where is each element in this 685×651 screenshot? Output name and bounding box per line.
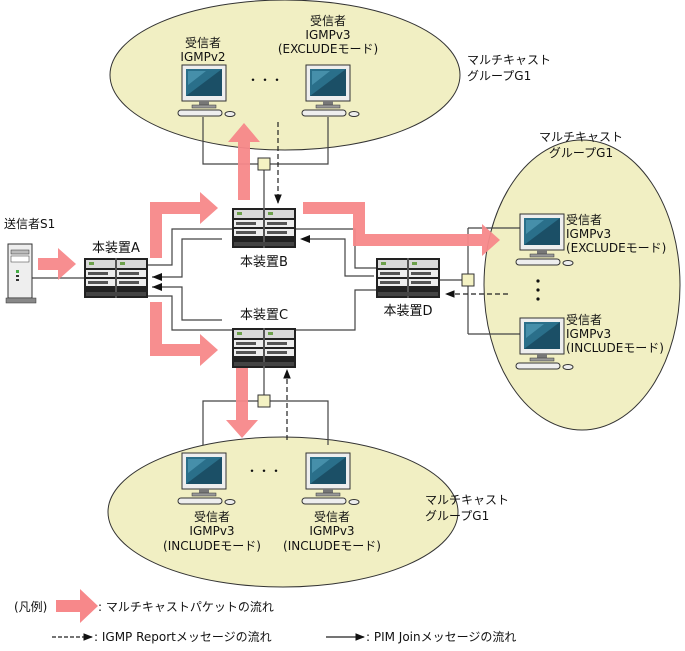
device-a-label: 本装置A bbox=[92, 241, 140, 256]
switch-b-icon bbox=[231, 207, 297, 249]
pim-join-arrows bbox=[152, 235, 310, 291]
multicast-arrow-sender-a bbox=[38, 248, 76, 280]
receiver-label: 受信者 bbox=[194, 510, 230, 524]
receiver-mode: (INCLUDEモード) bbox=[163, 539, 261, 553]
legend-igmp-label: : IGMP Reportメッセージの流れ bbox=[94, 630, 272, 644]
legend-prefix: (凡例) bbox=[14, 600, 47, 614]
legend: (凡例) : マルチキャストパケットの流れ : IGMP Reportメッセージ… bbox=[14, 589, 516, 644]
device-b-label: 本装置B bbox=[240, 255, 288, 270]
receiver-label: 受信者 bbox=[310, 14, 346, 28]
ellipsis: ・・・ bbox=[247, 73, 283, 87]
receiver-mode: (EXCLUDEモード) bbox=[278, 42, 378, 56]
group-bottom-label-2: グループG1 bbox=[425, 509, 489, 523]
multicast-arrows bbox=[38, 123, 500, 438]
switch-d-icon bbox=[375, 257, 441, 299]
multicast-arrow-a-c bbox=[150, 302, 218, 366]
receiver-protocol: IGMPv3 bbox=[189, 524, 234, 538]
group-bottom-label-1: マルチキャスト bbox=[425, 493, 509, 507]
igmp-report-arrows bbox=[274, 122, 508, 440]
legend-multicast-arrow-icon bbox=[56, 589, 98, 623]
multicast-arrow-b-top bbox=[228, 123, 260, 200]
vertical-ellipsis bbox=[536, 279, 540, 301]
multicast-arrow-a-b bbox=[150, 192, 218, 258]
sender-server-icon bbox=[5, 243, 37, 304]
multicast-arrow-b-right bbox=[303, 202, 500, 256]
receiver-label: 受信者 bbox=[185, 36, 221, 50]
switch-a-icon bbox=[83, 257, 149, 299]
receiver-protocol: IGMPv3 bbox=[305, 28, 350, 42]
switch-c-icon bbox=[231, 327, 297, 369]
receiver-protocol: IGMPv3 bbox=[309, 524, 354, 538]
receiver-label: 受信者 bbox=[566, 213, 602, 227]
receiver-mode: (INCLUDEモード) bbox=[283, 539, 381, 553]
hub-top bbox=[257, 157, 271, 171]
device-c-label: 本装置C bbox=[240, 308, 288, 323]
legend-pim-label: : PIM Joinメッセージの流れ bbox=[366, 630, 516, 644]
group-right-label-1: マルチキャスト bbox=[539, 130, 623, 144]
receiver-mode: (EXCLUDEモード) bbox=[566, 241, 666, 255]
device-d-label: 本装置D bbox=[383, 304, 432, 319]
receiver-label: 受信者 bbox=[314, 510, 350, 524]
hub-right bbox=[461, 273, 475, 287]
group-top-label-1: マルチキャスト bbox=[467, 53, 551, 67]
sender-label: 送信者S1 bbox=[4, 216, 55, 231]
receiver-protocol: IGMPv3 bbox=[566, 327, 611, 341]
group-right-label-2: グループG1 bbox=[549, 146, 613, 160]
receiver-protocol: IGMPv3 bbox=[566, 227, 611, 241]
receiver-protocol: IGMPv2 bbox=[180, 50, 225, 64]
ellipsis: ・・・ bbox=[246, 464, 282, 478]
legend-multicast-label: : マルチキャストパケットの流れ bbox=[98, 600, 274, 614]
multicast-arrow-c-bottom bbox=[226, 368, 258, 438]
receiver-mode: (INCLUDEモード) bbox=[566, 341, 664, 355]
group-top-label-2: グループG1 bbox=[467, 69, 531, 83]
group-top-ellipse bbox=[109, 0, 461, 151]
hub-bottom bbox=[257, 394, 271, 408]
group-right-ellipse bbox=[483, 139, 681, 431]
group-bottom-ellipse bbox=[107, 436, 459, 588]
receiver-label: 受信者 bbox=[566, 313, 602, 327]
